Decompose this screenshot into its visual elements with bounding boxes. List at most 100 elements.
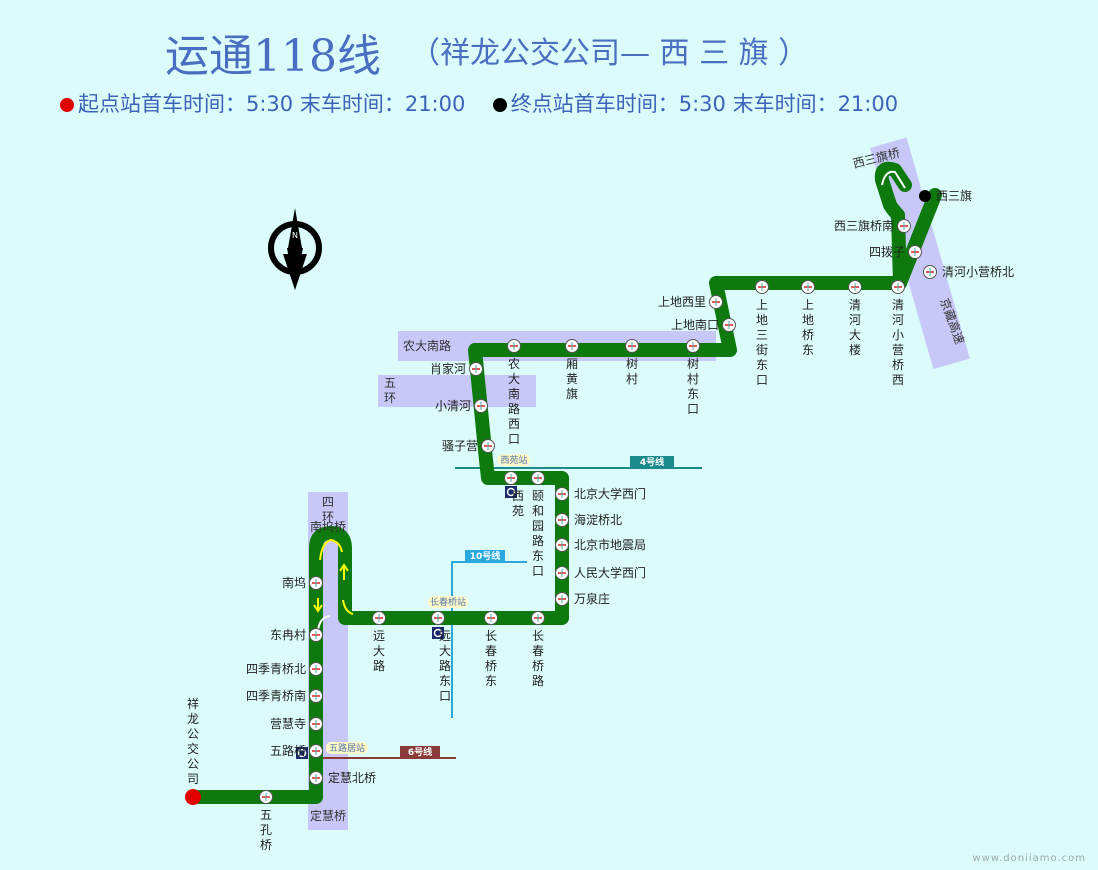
route-subtitle: （祥龙公交公司— 西 三 旗 ）	[410, 36, 809, 71]
stop-label: 长春桥路	[532, 629, 544, 688]
white-turn-arrow	[317, 615, 331, 631]
bus-stop-marker	[709, 295, 723, 309]
wulu-station-tag	[326, 742, 368, 754]
stop-label: 北京市地震局	[574, 537, 646, 552]
bus-stop-marker	[686, 339, 700, 353]
up-arrow	[339, 563, 349, 580]
stop-label: 颐和园路东口	[532, 489, 544, 578]
bus-stop-marker	[908, 245, 922, 259]
stop-label: 骚子营	[442, 439, 478, 453]
stop-label: 东冉村	[270, 628, 306, 642]
stop-label: 树村东口	[687, 356, 699, 416]
stop-label: 人民大学西门	[574, 565, 646, 580]
stop-label: 北京大学西门	[574, 486, 646, 501]
stops-layer	[259, 219, 937, 804]
rail-stations: 西苑站 长春桥站 五路居站	[326, 454, 530, 754]
bus-stop-marker	[891, 280, 905, 294]
stop-label: 上地桥东	[802, 298, 814, 357]
route-title: 运通118线	[165, 31, 381, 82]
road-band	[378, 375, 536, 407]
road-label: 农大南路	[403, 338, 451, 353]
compass-icon: N	[268, 208, 322, 290]
bus-stop-marker	[897, 219, 911, 233]
route-line	[186, 161, 912, 804]
stop-label: 西三旗桥南	[834, 218, 894, 233]
route-line-terminal	[893, 188, 942, 290]
bus-stop-marker	[309, 744, 323, 758]
bus-stop-marker	[474, 399, 488, 413]
bus-stop-marker	[555, 566, 569, 580]
metro-icon	[505, 486, 517, 498]
stop-label: 小清河	[435, 399, 471, 413]
road-label: 五环	[384, 376, 396, 405]
road-bands	[308, 137, 970, 830]
stop-label: 营慧寺	[270, 716, 306, 731]
bus-stop-marker	[848, 280, 862, 294]
bus-stop-marker	[309, 628, 323, 642]
bus-stop-marker	[309, 771, 323, 785]
bus-stop-marker	[481, 439, 495, 453]
stop-label: 上地南口	[671, 317, 719, 332]
bus-stop-marker	[309, 717, 323, 731]
bus-stop-marker	[555, 513, 569, 527]
metro-icon	[432, 627, 444, 639]
line6-badge	[400, 746, 440, 758]
stop-label: 远大路	[373, 629, 385, 673]
bus-stop-marker	[309, 662, 323, 676]
origin-label: 祥龙公交公司	[187, 697, 199, 786]
loop-arrows	[313, 170, 906, 631]
bus-stop-marker	[625, 339, 639, 353]
road-label: 四环	[322, 495, 334, 524]
stop-label: 四季青桥南	[246, 688, 306, 703]
bus-stop-marker	[555, 538, 569, 552]
xiyuan-station-tag	[498, 454, 530, 466]
bus-stop-marker	[722, 318, 736, 332]
road-label: 定慧桥	[310, 808, 346, 823]
stop-label: 万泉庄	[574, 591, 610, 606]
stop-label: 定慧北桥	[328, 770, 376, 785]
stop-label: 远大路东口	[439, 629, 451, 703]
end-station-dot	[492, 98, 507, 112]
stop-label: 厢黄旗	[566, 357, 578, 401]
bus-stop-marker	[309, 576, 323, 590]
compass-letter: N	[292, 231, 298, 240]
labels-layer: 西三旗桥南四拨子清河小营桥北清河小营桥西清河大楼上地桥东上地三街东口上地西里上地…	[187, 188, 1014, 852]
bus-stop-marker	[259, 790, 273, 804]
start-terminal-dot	[185, 789, 201, 805]
bus-stop-marker	[504, 471, 518, 485]
end-terminal-dot	[919, 190, 931, 202]
stop-label: 树村	[626, 356, 638, 386]
stop-label: 清河大楼	[849, 298, 861, 357]
bus-stop-marker	[555, 592, 569, 606]
bus-stop-marker	[555, 487, 569, 501]
stop-label: 上地三街东口	[756, 298, 768, 387]
loop-arrow-curve	[319, 538, 343, 561]
stop-label: 五孔桥	[260, 808, 272, 852]
changchun-station-tag	[428, 596, 468, 608]
terminal-loop-arrow	[881, 170, 906, 189]
bus-stop-marker	[923, 265, 937, 279]
bus-stop-marker	[372, 611, 386, 625]
line4-label: 4号线	[640, 456, 664, 468]
rail-lines: 4号线 10号线 6号线	[310, 456, 702, 759]
stop-label: 肖家河	[430, 361, 466, 376]
start-station-dot	[60, 98, 74, 112]
changchun-station-label: 长春桥站	[430, 596, 466, 608]
stop-label: 四季青桥北	[246, 662, 306, 676]
bus-stop-marker	[507, 339, 521, 353]
line4-badge	[630, 456, 674, 468]
watermark: www.doniiamo.com	[972, 853, 1086, 864]
schedule-line: 起点站首车时间：5:30 末车时间：21:00 终点站首车时间：5:30 末车时…	[60, 88, 898, 118]
stop-label: 西苑	[512, 489, 524, 518]
metro-icon	[296, 747, 308, 759]
metro-symbols	[296, 486, 517, 759]
stop-label: 四拨子	[869, 245, 905, 259]
stop-label: 清河小营桥西	[892, 298, 904, 387]
stop-label: 五路桥	[270, 743, 306, 758]
road-label: 南坞桥	[310, 519, 346, 534]
line6-label: 6号线	[408, 746, 432, 758]
stop-label: 农大南路西口	[508, 357, 520, 446]
bus-stop-marker	[431, 611, 445, 625]
line10-label: 10号线	[470, 550, 501, 562]
